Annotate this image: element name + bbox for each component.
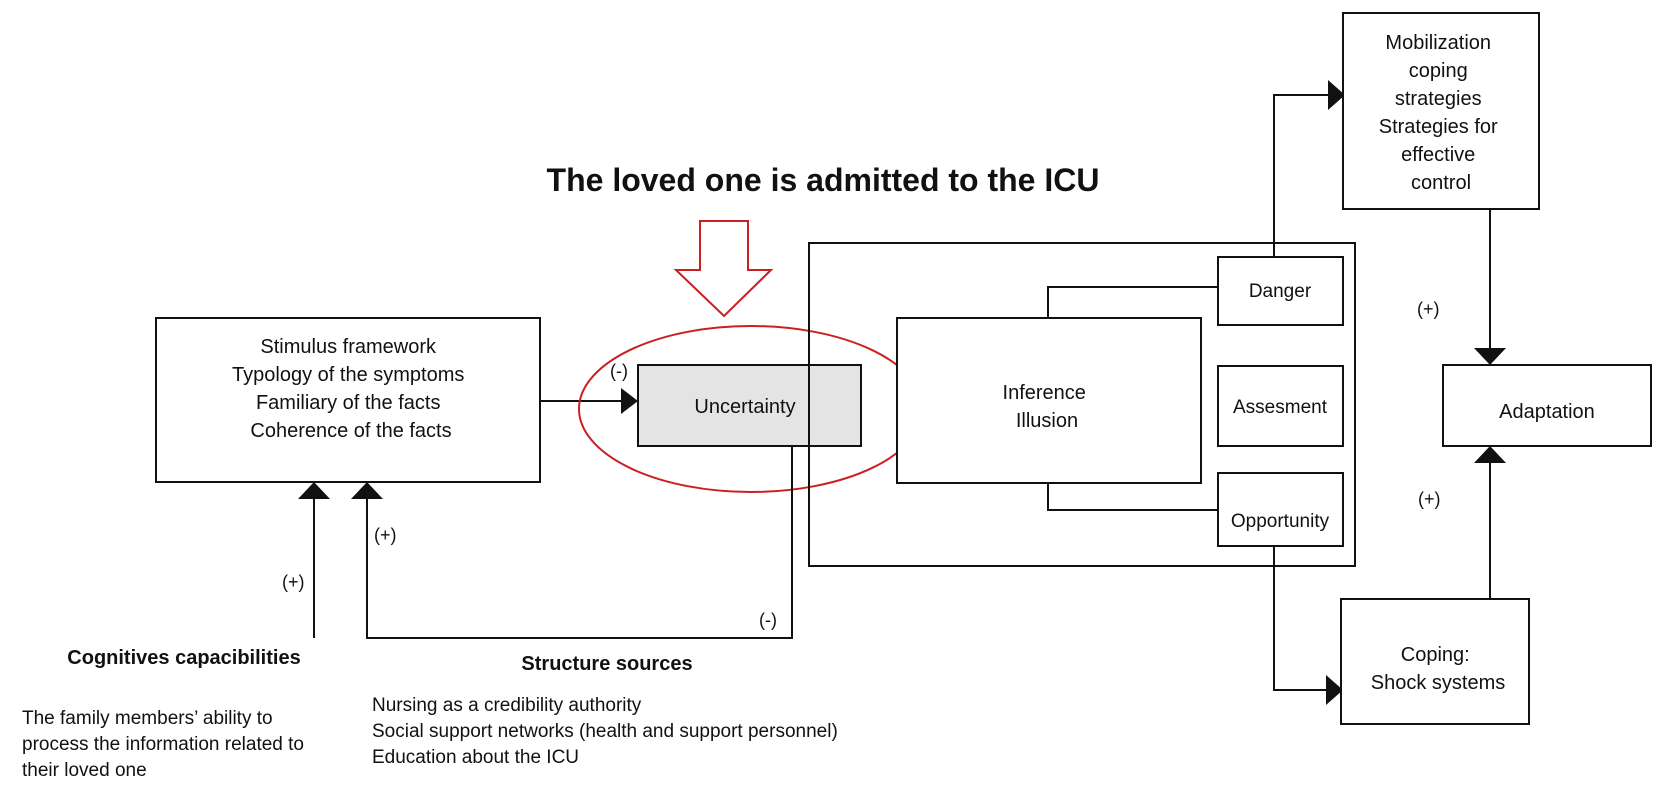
danger-label: Danger — [1249, 281, 1312, 302]
stimulus-framework-box — [155, 317, 541, 483]
sign-cognitive: (+) — [282, 572, 305, 592]
opportunity-label: Opportunity — [1231, 511, 1330, 532]
arrowhead-uncertainty — [621, 388, 638, 414]
mobilization-text: Mobilization coping strategies Strategie… — [1379, 32, 1504, 194]
assessment-box — [1217, 365, 1344, 447]
inference-illusion-text: Inference Illusion — [1003, 382, 1092, 432]
structure-heading: Structure sources — [521, 653, 692, 675]
mobilization-box — [1342, 12, 1540, 210]
structure-description: Nursing as a credibility authority Socia… — [372, 695, 843, 768]
connector-structure-feedback — [366, 446, 793, 639]
adaptation-box — [1442, 364, 1652, 447]
sign-mobilization: (+) — [1417, 299, 1440, 319]
opportunity-box — [1217, 472, 1344, 547]
diagram-title: The loved one is admitted to the ICU — [547, 162, 1100, 198]
arrowhead-coping — [1326, 675, 1343, 705]
connector-inference-danger — [1047, 286, 1218, 318]
admission-arrow-icon — [673, 220, 774, 318]
arrowhead-cognitive — [298, 482, 330, 499]
cognitive-description: The family members’ ability to process t… — [22, 708, 309, 781]
sign-uncertainty-in: (-) — [610, 361, 628, 381]
arrowhead-adaptation-top — [1474, 348, 1506, 365]
arrowhead-structure — [351, 482, 383, 499]
arrowhead-mobilization — [1328, 80, 1345, 110]
connector-inference-opportunity — [1047, 483, 1218, 511]
cognitive-heading: Cognitives capacibilities — [67, 647, 300, 669]
danger-box — [1217, 256, 1344, 326]
connector-opportunity-coping — [1273, 546, 1328, 691]
assessment-container — [808, 242, 1356, 567]
assessment-label: Assesment — [1233, 397, 1328, 418]
uncertainty-label: Uncertainty — [694, 396, 795, 418]
uncertainty-box — [637, 364, 862, 447]
sign-structure: (+) — [374, 525, 397, 545]
sign-coping: (+) — [1418, 489, 1441, 509]
adaptation-label: Adaptation — [1499, 401, 1595, 423]
arrowhead-adaptation-bottom — [1474, 446, 1506, 463]
sign-feedback: (-) — [759, 610, 777, 630]
stimulus-framework-text: Stimulus framework Typology of the sympt… — [232, 336, 470, 442]
connector-danger-mobilization — [1273, 94, 1330, 257]
coping-text: Coping: Shock systems — [1371, 644, 1505, 694]
coping-box — [1340, 598, 1530, 725]
